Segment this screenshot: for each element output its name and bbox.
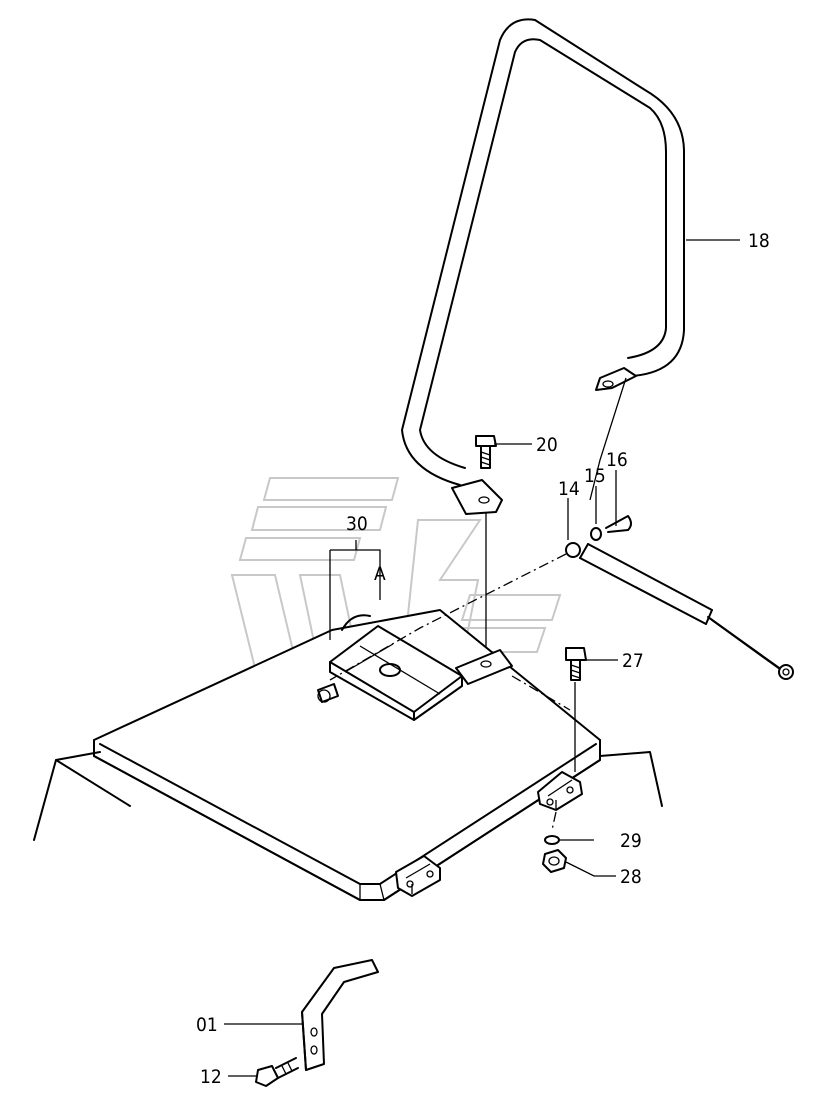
bolt-27 [565, 647, 587, 681]
rail-bracket-lower [451, 479, 503, 515]
nut-28 [542, 849, 567, 873]
callout-30: 30 [346, 513, 368, 535]
alignment-line-upper [589, 377, 627, 501]
hinge-rear [537, 771, 583, 811]
cover-panel [93, 609, 601, 901]
callout-29: 29 [620, 830, 642, 852]
callout-12: 12 [200, 1066, 222, 1088]
callout-20: 20 [536, 434, 558, 456]
callout-28: 28 [620, 866, 642, 888]
callout-15: 15 [584, 465, 606, 487]
leader-lines [224, 239, 740, 1077]
enclosure-outline [33, 751, 663, 841]
alignment-line-spring [329, 553, 567, 681]
callout-01: 01 [196, 1014, 218, 1036]
pin-16 [605, 515, 632, 533]
gas-spring [565, 542, 794, 680]
alignment-line-hinge [511, 675, 571, 831]
bolt-12 [255, 1057, 299, 1087]
callout-14: 14 [558, 478, 580, 500]
bolt-20 [475, 435, 497, 469]
bracket-01 [301, 959, 379, 1071]
callout-27: 27 [622, 650, 644, 672]
washer-15 [590, 527, 602, 541]
callout-16: 16 [606, 449, 628, 471]
handrail-18 [401, 18, 685, 515]
callout-detail-a: A [374, 563, 386, 585]
rail-bracket-upper [595, 367, 637, 391]
callout-18: 18 [748, 230, 770, 252]
washer-29 [544, 835, 560, 845]
callout-30-bracket [329, 540, 381, 640]
hinge-front [395, 855, 441, 897]
